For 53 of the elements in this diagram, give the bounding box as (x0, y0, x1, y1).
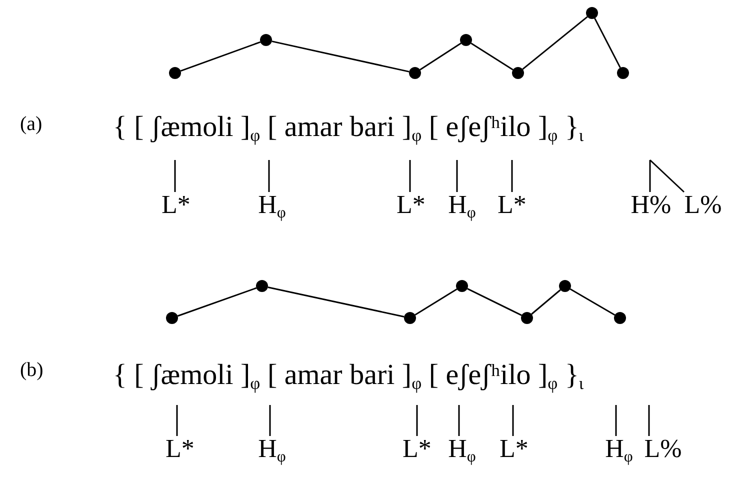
pitch-contour-line (414, 288, 458, 316)
contour-dot (260, 34, 272, 46)
pitch-contour-line (594, 18, 621, 68)
association-line (615, 405, 617, 436)
pitch-contour-line (420, 42, 462, 70)
tone-label: H% (630, 192, 672, 218)
association-line (458, 405, 460, 436)
association-line (512, 405, 514, 436)
association-line (174, 160, 176, 192)
contour-dot (586, 7, 598, 19)
pitch-contour-line (522, 16, 588, 70)
association-line (269, 405, 271, 436)
contour-dot (456, 280, 468, 292)
contour-dot (460, 34, 472, 46)
transcription-text: { [ ʃæmoli ]$_{φ}$ [ amar bari ]$_{φ}$ [ eʃeʃʰilo ]$_{φ}$ }$_{ι}$ (113, 110, 584, 145)
contour-dot (614, 312, 626, 324)
contour-dot (169, 67, 181, 79)
pitch-contour-line (570, 288, 616, 316)
association-line (409, 160, 411, 192)
association-line (176, 405, 178, 436)
association-line (511, 160, 513, 192)
contour-dot (409, 67, 421, 79)
panel-label: (b) (20, 358, 44, 382)
association-line (416, 405, 418, 436)
tone-label: L* (402, 436, 432, 462)
pitch-contour-line (467, 288, 522, 316)
contour-dot (512, 67, 524, 79)
tone-label: L* (500, 436, 528, 462)
association-line (649, 160, 651, 192)
pitch-contour-line (268, 286, 404, 318)
association-line (649, 159, 685, 193)
contour-dot (166, 312, 178, 324)
pitch-contour-line (272, 40, 410, 72)
transcription-text: { [ ʃæmoli ]$_{φ}$ [ amar bari ]$_{φ}$ [ eʃeʃʰilo ]$_{φ}$ }$_{ι}$ (113, 358, 584, 393)
tone-label: L% (644, 436, 682, 462)
contour-dot (617, 67, 629, 79)
tone-label: L* (498, 192, 526, 218)
panel-label: (a) (20, 112, 42, 136)
pitch-contour-line (177, 287, 257, 317)
pitch-contour-line (180, 41, 261, 72)
association-line (456, 160, 458, 192)
contour-dot (256, 280, 268, 292)
tone-label: L* (396, 192, 426, 218)
tone-label: L* (162, 192, 190, 218)
association-line (648, 405, 650, 436)
association-line (268, 160, 270, 192)
pitch-contour-line (470, 42, 514, 70)
contour-dot (559, 280, 571, 292)
contour-dot (521, 312, 533, 324)
tone-label: L% (684, 192, 722, 218)
tone-label: L* (166, 436, 194, 462)
pitch-contour-line (531, 289, 561, 315)
contour-dot (404, 312, 416, 324)
